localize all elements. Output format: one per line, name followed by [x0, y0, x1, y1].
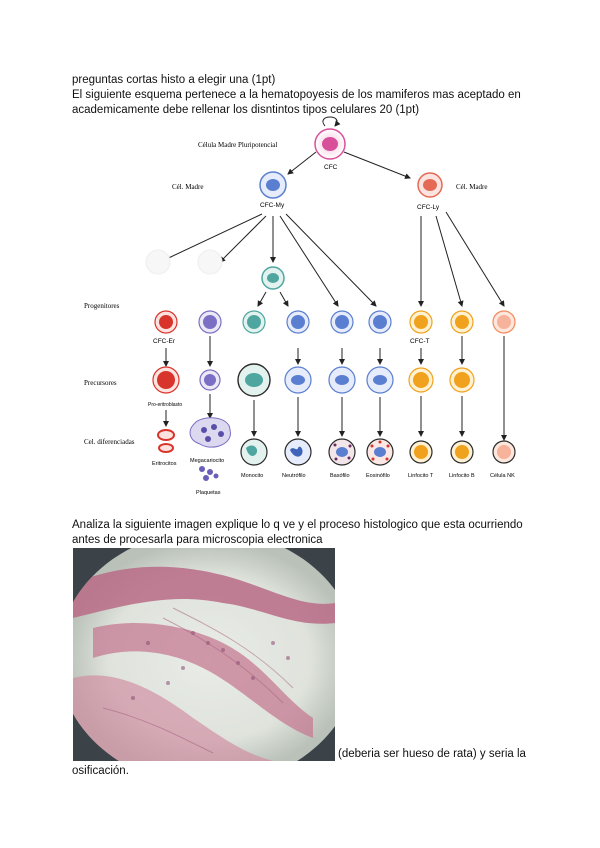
- cfc-ly-cell: [417, 172, 443, 198]
- eritrocitos-label: Eritrocitos: [152, 461, 177, 467]
- neutrofilo-label: Neutrófilo: [282, 473, 306, 479]
- question1-line2: El siguiente esquema pertenece a la hema…: [72, 89, 521, 101]
- megacariocito-label: Megacariocito: [190, 458, 224, 464]
- monocito-label: Monocito: [241, 473, 263, 479]
- plaquetas-label: Plaquetas: [196, 490, 221, 496]
- cfc-ly-label: CFC-Ly: [417, 204, 440, 211]
- pro-eritroblasto-label: Pro-eritroblasto: [148, 402, 182, 408]
- basofilo-label: Basófilo: [330, 473, 350, 479]
- myeloid-progenitor-cell: [261, 266, 285, 290]
- row-label-diferenciadas: Cel. diferenciadas: [84, 438, 135, 446]
- progenitor-row: [154, 310, 516, 334]
- differentiated-row: [157, 417, 516, 481]
- celula-nk-label: Célula NK: [490, 473, 515, 479]
- cfc-er-label: CFC-Er: [153, 338, 176, 345]
- question2-line2: antes de procesarla para microscopia ele…: [72, 534, 323, 546]
- stem-cell: [314, 128, 346, 160]
- row-label-progenitores: Progenitores: [84, 302, 120, 310]
- cel-madre-left: Cél. Madre: [172, 183, 204, 191]
- row-label-precursores: Precursores: [84, 379, 117, 387]
- cfc-my-label: CFC-My: [260, 202, 285, 209]
- cfc-t-label: CFC-T: [410, 338, 430, 345]
- precursor-row: [152, 363, 475, 397]
- cfc-my-cell: [259, 171, 287, 199]
- answer-inline: (deberia ser hueso de rata) y seria la: [338, 748, 526, 760]
- stem-title: Célula Madre Pluripotencial: [198, 141, 277, 149]
- eosinofilo-label: Eosinófilo: [366, 473, 390, 479]
- hematopoiesis-diagram: Célula Madre Pluripotencial Cél. Madre C…: [84, 116, 516, 496]
- cfc-label: CFC: [324, 164, 338, 171]
- cel-madre-right: Cél. Madre: [456, 183, 488, 191]
- question1-line3: academicamente debe rellenar los disntin…: [72, 104, 420, 116]
- question2-line1: Analiza la siguiente imagen explique lo …: [72, 519, 523, 531]
- micrograph-image: [73, 548, 335, 761]
- answer-continuation: osificación.: [72, 765, 129, 777]
- linfocito-t-label: Linfocito T: [408, 473, 434, 479]
- question1-line1: preguntas cortas histo a elegir una (1pt…: [72, 74, 276, 86]
- linfocito-b-label: Linfocito B: [449, 473, 475, 479]
